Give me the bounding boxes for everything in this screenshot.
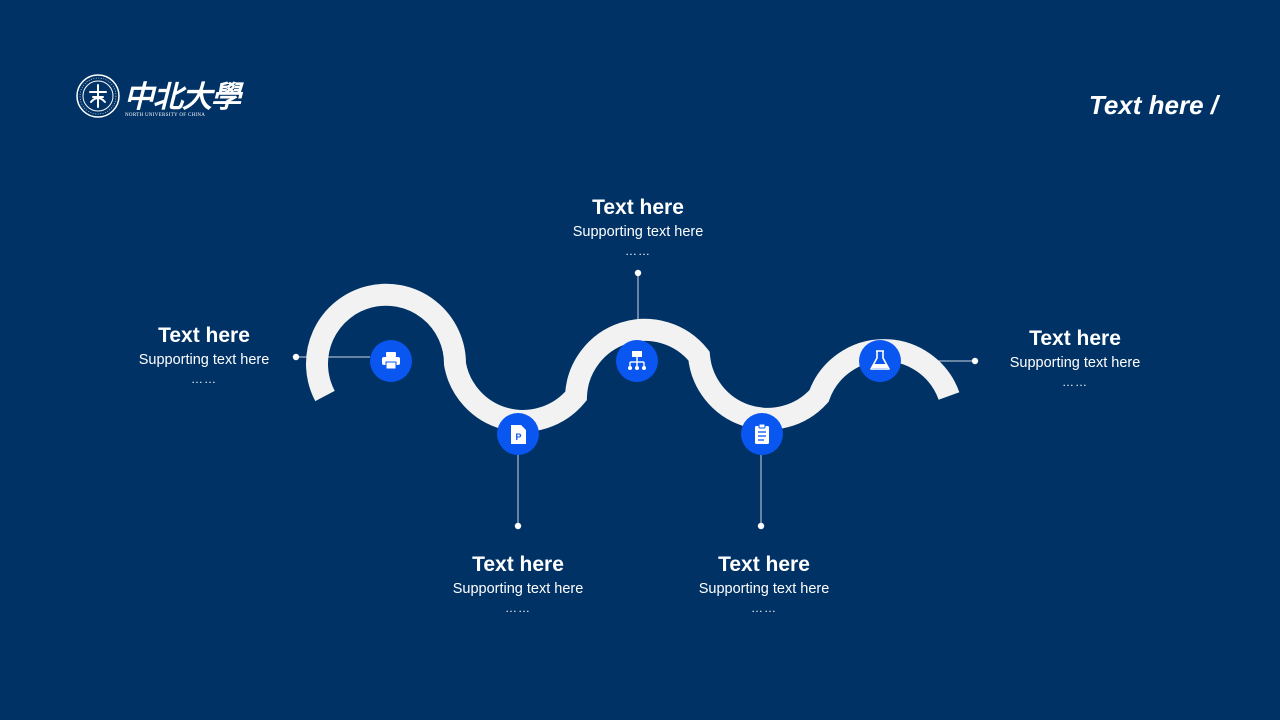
step-2-ellipsis: …… bbox=[505, 601, 531, 615]
step-3-icon-button[interactable] bbox=[616, 340, 658, 382]
university-name-chinese: 中北大學 bbox=[124, 80, 241, 115]
flask-icon bbox=[870, 350, 890, 370]
step-2-title: Text here bbox=[472, 553, 564, 576]
svg-text:P: P bbox=[515, 432, 521, 442]
step-1-icon-button[interactable] bbox=[370, 340, 412, 382]
step-4-label: Text here Supporting text here …… bbox=[664, 553, 864, 615]
step-1-title: Text here bbox=[158, 324, 250, 347]
step-5-title: Text here bbox=[1029, 327, 1121, 350]
step-1-ellipsis: …… bbox=[191, 372, 217, 386]
step-5-ellipsis: …… bbox=[1062, 375, 1088, 389]
connector-dot-3 bbox=[634, 269, 642, 277]
connector-dot-5 bbox=[971, 357, 979, 365]
step-3-ellipsis: …… bbox=[625, 244, 651, 258]
step-3-subtitle: Supporting text here bbox=[572, 224, 704, 240]
university-logo: 中北大學 NORTH UNIVERSITY OF CHINA bbox=[76, 72, 241, 124]
university-seal-icon bbox=[76, 74, 120, 118]
org-chart-icon bbox=[628, 351, 646, 370]
step-5-subtitle: Supporting text here bbox=[1009, 355, 1141, 371]
connector-dot-2 bbox=[514, 522, 522, 530]
step-5-icon-button[interactable] bbox=[859, 340, 901, 382]
connector-dot-4 bbox=[757, 522, 765, 530]
step-4-ellipsis: …… bbox=[751, 601, 777, 615]
university-name-english: NORTH UNIVERSITY OF CHINA bbox=[125, 113, 206, 118]
step-2-icon-button[interactable]: P bbox=[497, 413, 539, 455]
connector-dot-1 bbox=[292, 353, 300, 361]
step-4-title: Text here bbox=[718, 553, 810, 576]
step-3-label: Text here Supporting text here …… bbox=[538, 196, 738, 258]
step-3-title: Text here bbox=[592, 196, 684, 219]
ppt-file-icon: P bbox=[511, 425, 526, 444]
step-2-label: Text here Supporting text here …… bbox=[418, 553, 618, 615]
step-1-label: Text here Supporting text here …… bbox=[104, 324, 304, 386]
clipboard-icon bbox=[755, 423, 769, 444]
step-5-label: Text here Supporting text here …… bbox=[975, 327, 1175, 389]
step-1-subtitle: Supporting text here bbox=[138, 352, 270, 368]
step-4-subtitle: Supporting text here bbox=[698, 581, 830, 597]
wave-band bbox=[306, 283, 960, 432]
step-4-icon-button[interactable] bbox=[741, 413, 783, 455]
step-2-subtitle: Supporting text here bbox=[452, 581, 584, 597]
printer-icon bbox=[382, 352, 400, 370]
page-title: Text here / bbox=[1088, 90, 1218, 120]
